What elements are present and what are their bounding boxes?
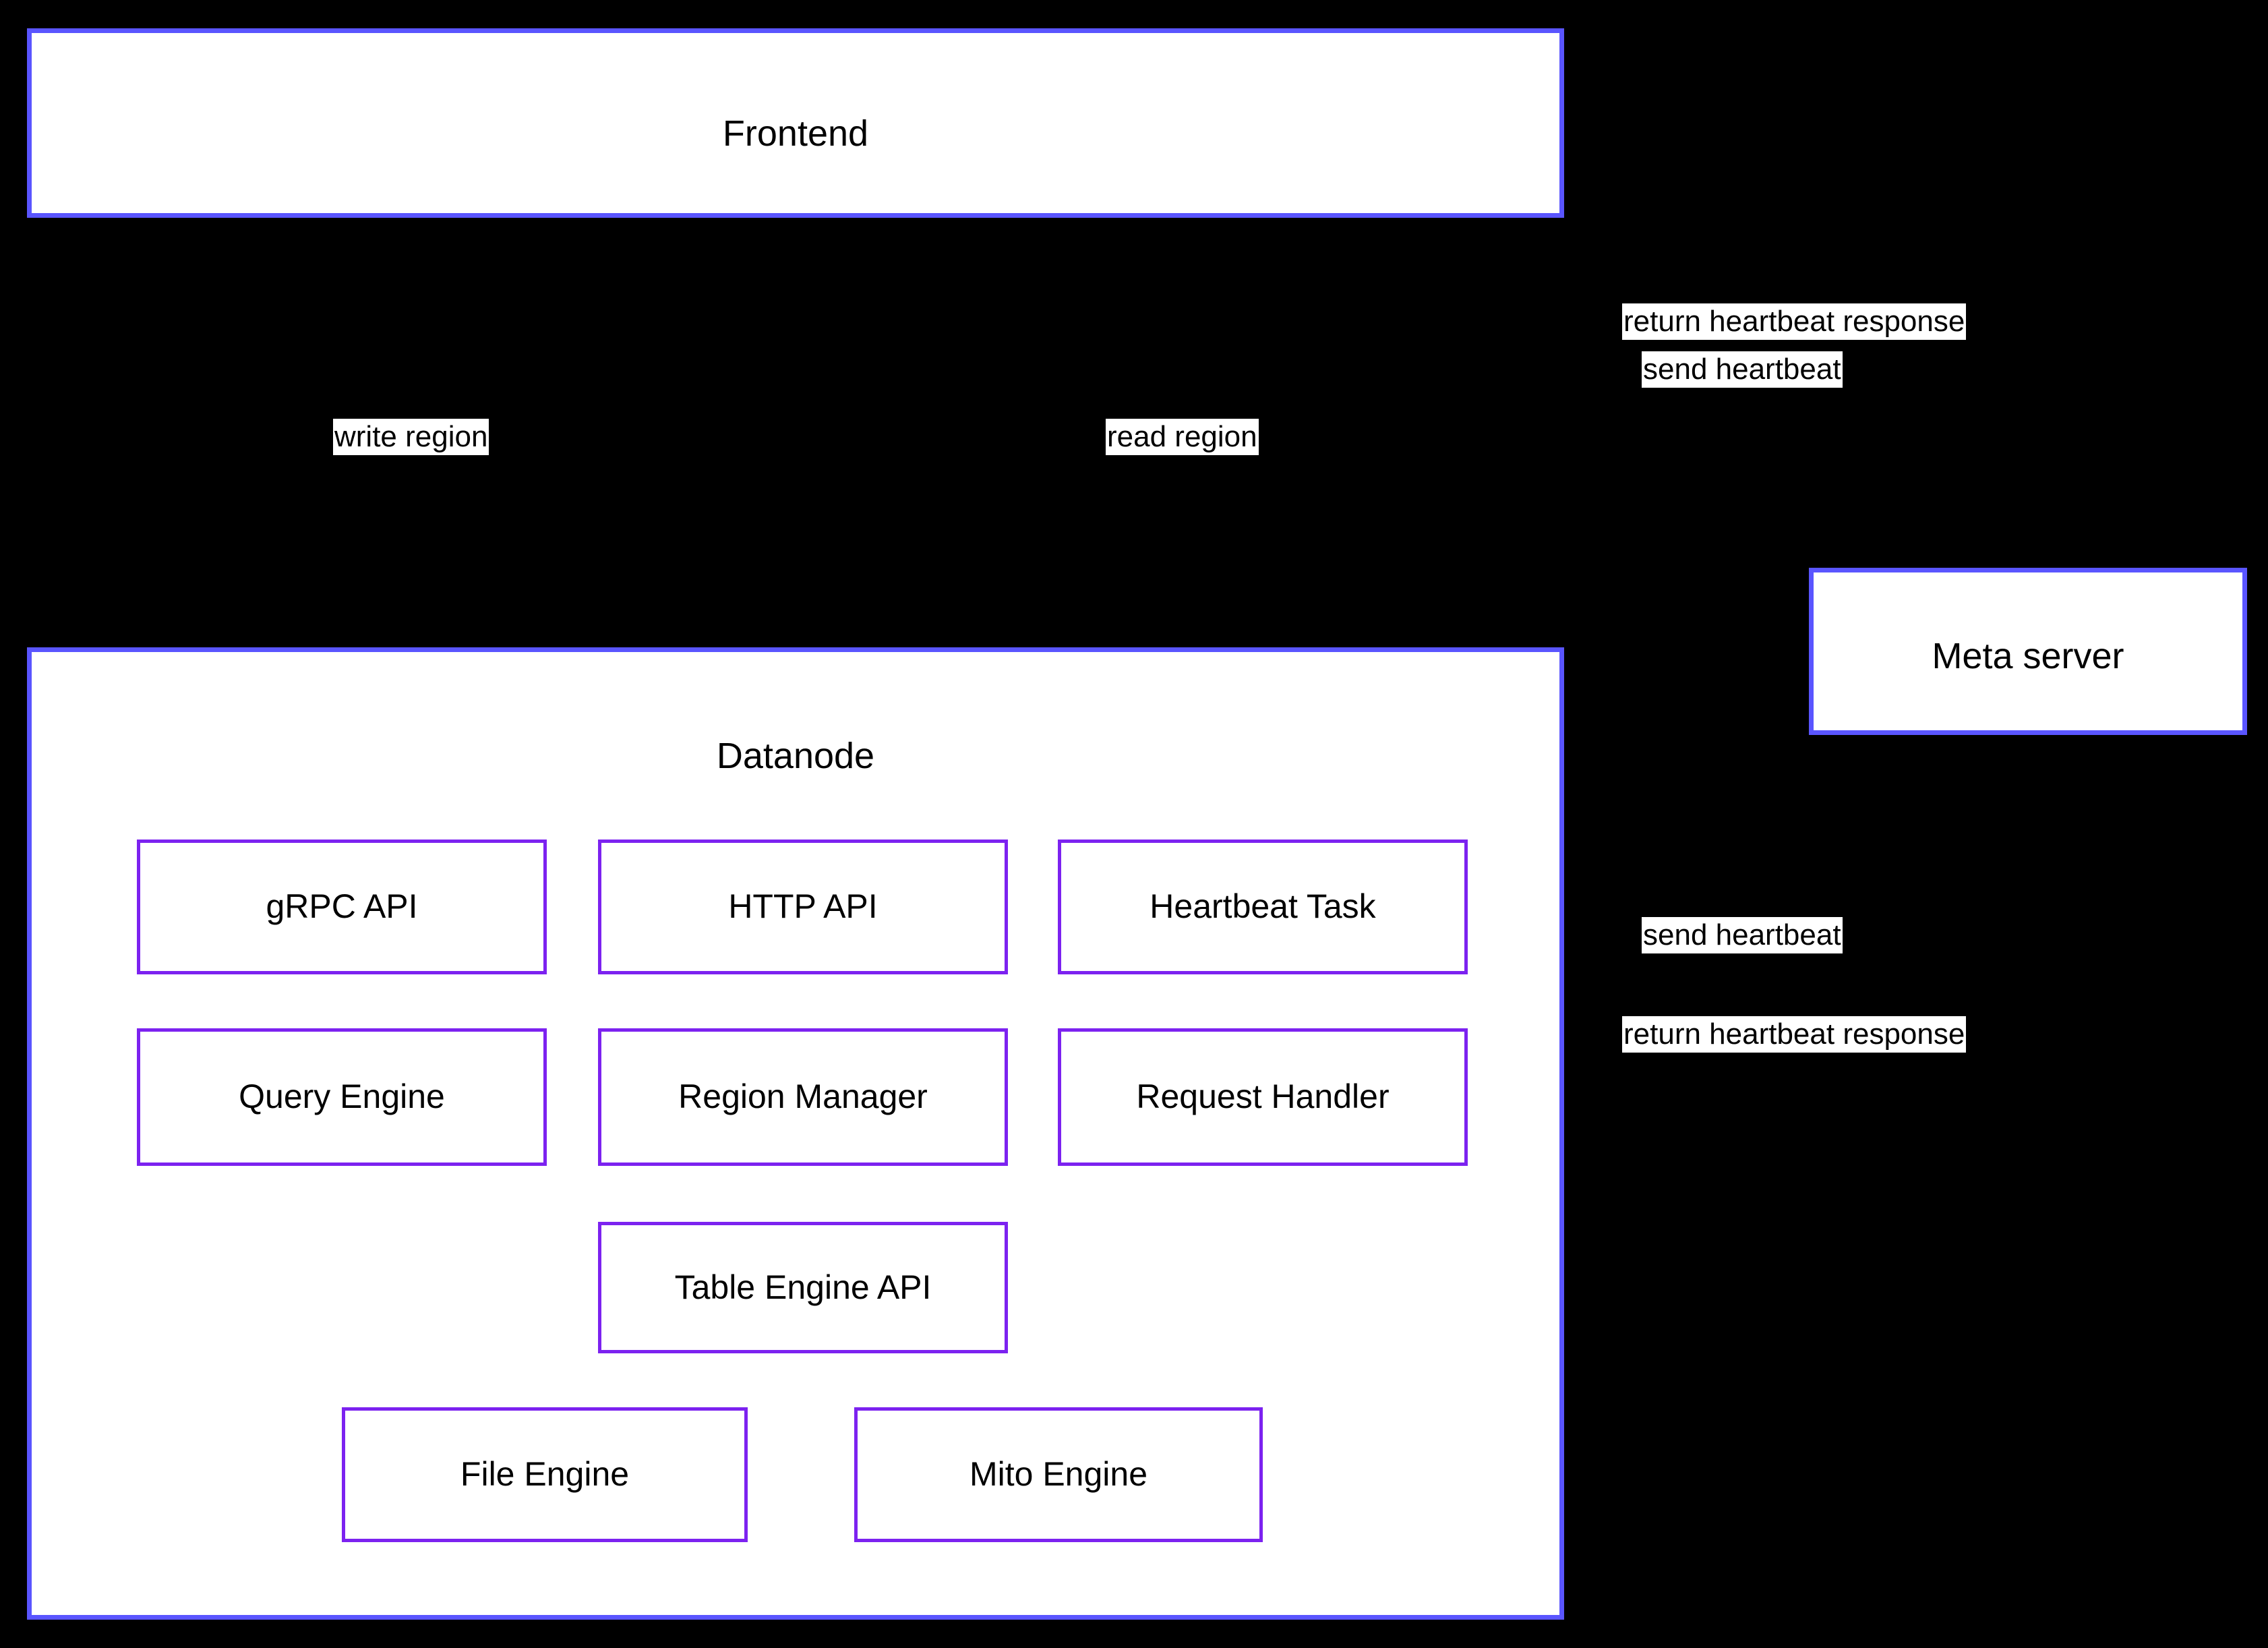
component-grpc-api-label: gRPC API xyxy=(266,887,418,926)
component-region-manager[interactable]: Region Manager xyxy=(598,1028,1008,1166)
connector-datanode-return-heartbeat-h xyxy=(1564,1331,1916,1335)
edge-label-frontend-return-heartbeat-response: return heartbeat response xyxy=(1622,303,1967,340)
component-http-api-label: HTTP API xyxy=(728,887,878,926)
meta-server-box[interactable]: Meta server xyxy=(1809,568,2247,735)
edge-label-frontend-send-heartbeat: send heartbeat xyxy=(1642,351,1843,388)
frontend-title: Frontend xyxy=(722,113,869,154)
arrow-frontend-send-heartbeat-into-meta xyxy=(2017,557,2035,570)
edge-label-write-region: write region xyxy=(333,419,489,455)
component-query-engine[interactable]: Query Engine xyxy=(137,1028,547,1166)
component-http-api[interactable]: HTTP API xyxy=(598,840,1008,974)
datanode-box[interactable]: Datanode gRPC API HTTP API Heartbeat Tas… xyxy=(27,647,1564,1620)
edge-label-read-region: read region xyxy=(1106,419,1259,455)
component-heartbeat-task[interactable]: Heartbeat Task xyxy=(1058,840,1468,974)
component-request-handler[interactable]: Request Handler xyxy=(1058,1028,1468,1166)
arrow-meta-return-heartbeat-into-frontend xyxy=(1561,67,1575,85)
component-table-engine-api-label: Table Engine API xyxy=(674,1268,932,1306)
component-file-engine-label: File Engine xyxy=(460,1455,630,1494)
meta-server-title: Meta server xyxy=(1932,636,2124,676)
component-mito-engine-label: Mito Engine xyxy=(969,1455,1148,1494)
frontend-box[interactable]: Frontend xyxy=(27,28,1564,218)
edge-label-datanode-return-heartbeat-response: return heartbeat response xyxy=(1622,1016,1967,1053)
datanode-title: Datanode xyxy=(716,736,875,776)
connector-datanode-send-heartbeat-v xyxy=(2024,735,2028,1134)
component-region-manager-label: Region Manager xyxy=(678,1078,928,1116)
component-query-engine-label: Query Engine xyxy=(239,1078,445,1116)
connector-frontend-send-heartbeat-h xyxy=(1564,169,2026,173)
component-heartbeat-task-label: Heartbeat Task xyxy=(1150,887,1376,926)
edge-label-datanode-send-heartbeat: send heartbeat xyxy=(1642,917,1843,953)
component-mito-engine[interactable]: Mito Engine xyxy=(854,1407,1263,1542)
component-grpc-api[interactable]: gRPC API xyxy=(137,840,547,974)
arrow-meta-return-heartbeat-into-datanode xyxy=(1561,1323,1575,1341)
connector-frontend-return-heartbeat-h xyxy=(1564,76,1916,80)
connector-frontend-send-heartbeat-v xyxy=(2024,169,2028,572)
component-table-engine-api[interactable]: Table Engine API xyxy=(598,1222,1008,1353)
component-request-handler-label: Request Handler xyxy=(1136,1078,1390,1116)
component-file-engine[interactable]: File Engine xyxy=(342,1407,748,1542)
connector-datanode-send-heartbeat-h xyxy=(1564,1131,2026,1136)
